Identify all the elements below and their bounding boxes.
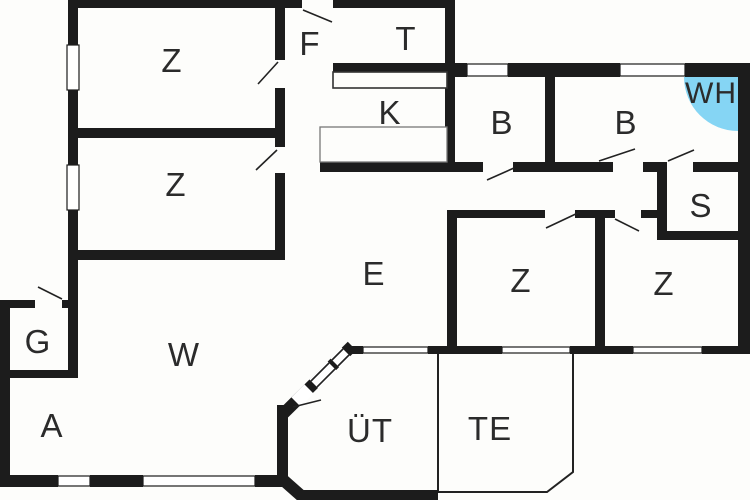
room-label-b1: B: [490, 104, 513, 141]
wall-segment: [277, 405, 288, 481]
wall-segment: [595, 212, 605, 354]
wall-segment: [68, 210, 78, 378]
room-label-wh: WH: [685, 77, 737, 110]
door-leaf: [667, 149, 695, 162]
door-leaf: [614, 218, 640, 232]
wall-segment: [333, 63, 445, 72]
window: [501, 346, 571, 354]
wall-segment: [657, 162, 667, 240]
room-label-ut: ÜT: [347, 412, 393, 449]
wall-segment: [68, 250, 285, 260]
wall-segment: [508, 63, 620, 77]
door-leaf: [255, 149, 278, 171]
wall-segment: [513, 162, 613, 172]
door-leaf: [257, 61, 279, 85]
window: [142, 475, 256, 487]
door-leaf: [486, 167, 515, 181]
wall-segment: [738, 63, 750, 354]
window: [466, 63, 509, 77]
wall-segment: [320, 162, 483, 172]
wall-segment: [0, 300, 10, 487]
wall-segment: [301, 490, 438, 500]
room-label-z3: Z: [510, 262, 531, 299]
windows: [57, 44, 703, 487]
room-label-z1: Z: [161, 42, 182, 79]
wall-segment: [702, 346, 750, 354]
wall-segment: [68, 0, 302, 8]
terrace-outline: [437, 353, 574, 493]
window: [66, 164, 80, 211]
wall-segment: [447, 210, 457, 354]
window-glass-lines: [310, 348, 350, 388]
door-leaf: [292, 399, 322, 408]
window: [619, 63, 686, 77]
room-label-g: G: [25, 323, 52, 360]
window: [632, 346, 703, 354]
kitchen-counter: [319, 126, 448, 163]
window: [330, 347, 351, 368]
wall-segment: [275, 88, 285, 147]
window: [309, 361, 337, 389]
room-label-f: F: [299, 25, 320, 62]
wall-segment: [62, 300, 78, 308]
kitchen-counter: [332, 71, 448, 89]
room-label-k: K: [378, 94, 401, 131]
door-leaves: [37, 9, 695, 408]
wall-segment: [0, 300, 35, 308]
room-label-e: E: [362, 255, 385, 292]
wall-segment: [277, 473, 311, 500]
bay-diagonal-wall: [277, 341, 357, 500]
wall-segment: [685, 63, 750, 77]
wall-segment: [0, 370, 78, 378]
wall-segment: [90, 475, 143, 487]
wall-segment: [68, 0, 78, 45]
wall-segment: [275, 173, 285, 260]
wall-segment: [275, 0, 285, 60]
window: [57, 475, 91, 487]
door-leaf: [302, 9, 333, 23]
door-leaf: [545, 211, 581, 229]
room-label-a: A: [40, 407, 63, 444]
wall-segment: [545, 77, 555, 162]
wall-segment: [445, 0, 455, 172]
room-label-z4: Z: [653, 265, 674, 302]
wall-segment: [570, 346, 633, 354]
water-heater-icon: [684, 77, 738, 131]
room-label-b2: B: [614, 104, 637, 141]
room-label-z2: Z: [165, 166, 186, 203]
wall-segment: [693, 162, 750, 172]
wall-segment: [641, 210, 667, 218]
wall-segment: [68, 90, 78, 165]
wall-segment: [657, 231, 750, 240]
room-label-te: TE: [468, 410, 512, 447]
wall-segment: [428, 346, 502, 354]
window: [362, 346, 429, 354]
room-label-t: T: [395, 20, 416, 57]
room-label-w: W: [168, 336, 200, 373]
room-label-s: S: [689, 187, 712, 224]
door-leaf: [37, 286, 63, 300]
wall-segment: [643, 162, 665, 172]
door-gap: [291, 384, 314, 407]
window: [66, 44, 80, 91]
wall-segment: [68, 128, 285, 138]
wall-segment: [0, 475, 58, 487]
wall-segment: [450, 210, 545, 218]
room-labels: Z Z F T K B B WH S E Z Z G W A ÜT TE: [25, 20, 737, 449]
door-leaf: [598, 148, 636, 162]
wall-segment: [333, 0, 455, 8]
